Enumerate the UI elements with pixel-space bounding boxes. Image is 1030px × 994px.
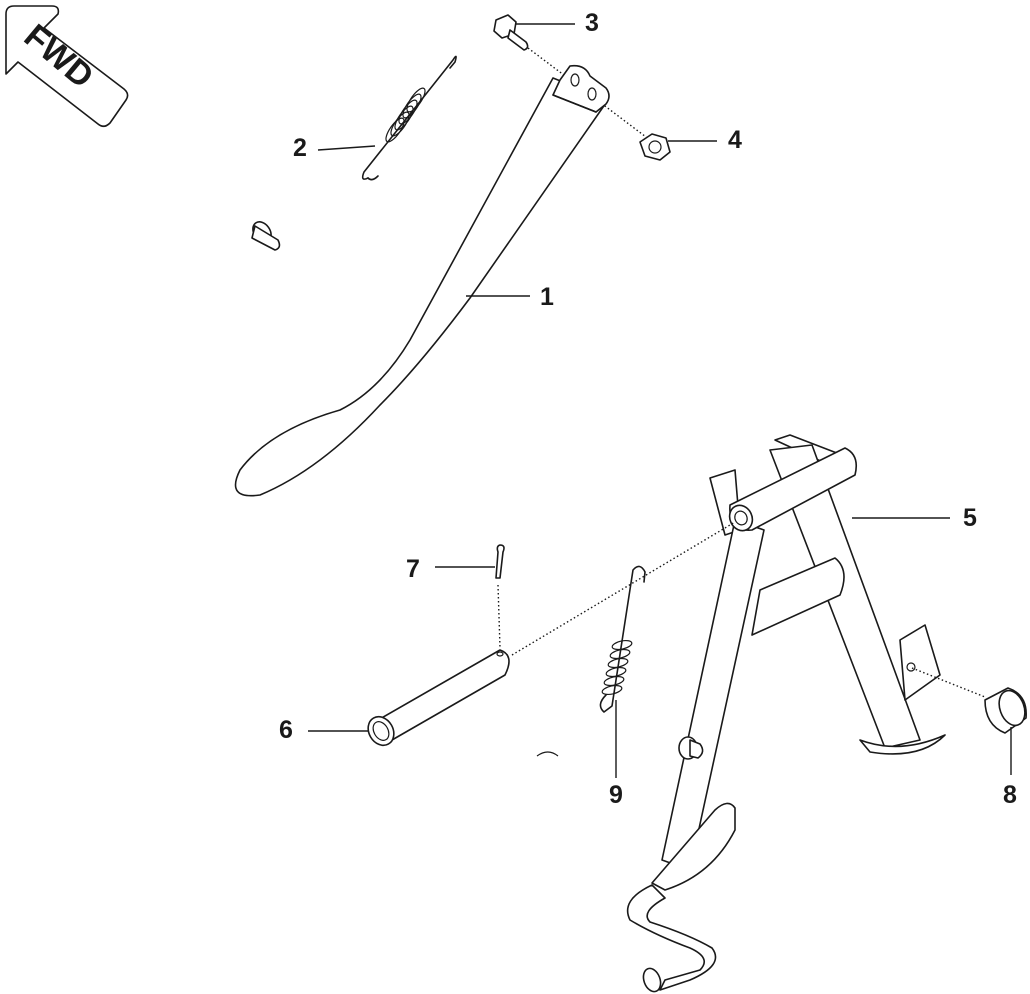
callout-7: 7 (406, 555, 495, 583)
svg-text:6: 6 (279, 716, 293, 744)
svg-text:2: 2 (293, 134, 307, 162)
side-stand (234, 64, 610, 497)
callout-5: 5 (852, 504, 977, 532)
svg-text:4: 4 (728, 126, 742, 154)
callout-2: 2 (293, 134, 376, 162)
cotter-pin (495, 544, 505, 649)
callout-8: 8 (1003, 727, 1017, 809)
partial-outline (536, 751, 559, 757)
svg-text:9: 9 (609, 781, 623, 809)
side-stand-spring (361, 55, 457, 181)
callout-3: 3 (515, 9, 599, 37)
nut (639, 133, 671, 161)
callout-6: 6 (279, 716, 368, 744)
rubber-stopper (911, 667, 1027, 734)
svg-text:5: 5 (963, 504, 977, 532)
svg-text:3: 3 (585, 9, 599, 37)
svg-text:1: 1 (540, 283, 554, 311)
svg-text:7: 7 (406, 555, 420, 583)
svg-text:8: 8 (1003, 781, 1017, 809)
main-stand (626, 434, 946, 993)
callout-1: 1 (466, 283, 554, 311)
callout-4: 4 (668, 126, 742, 154)
main-stand-spring (599, 565, 646, 713)
forward-arrow-icon: FWD (5, 5, 129, 128)
pivot-pin (367, 521, 736, 747)
callout-9: 9 (609, 700, 623, 809)
